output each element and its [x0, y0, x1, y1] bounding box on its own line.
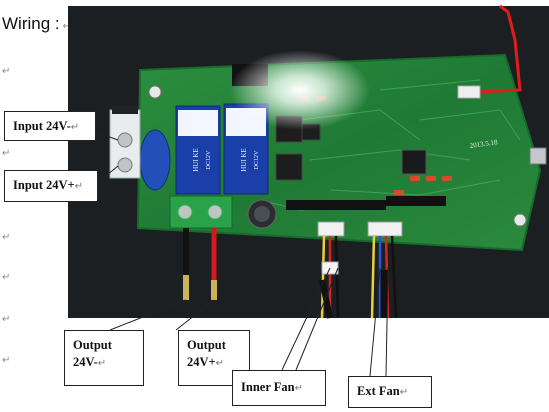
callout-pilcrow: ↵: [97, 358, 107, 369]
input-neg-label: Input 24V-: [13, 119, 71, 133]
output-neg-callout: Output 24V-↵: [64, 330, 144, 386]
input-pos-callout: Input 24V+↵: [4, 170, 98, 202]
output-neg-label-line2: 24V-: [73, 355, 98, 369]
input-neg-callout: Input 24V-↵: [4, 111, 96, 141]
callout-leaders: [89, 129, 389, 377]
ext-fan-label: Ext Fan: [357, 384, 400, 398]
heading-pilcrow: ↵: [62, 21, 72, 32]
usb-port: [529, 147, 547, 165]
paragraph-mark: ↵: [2, 148, 11, 159]
input-terminal-block: [109, 106, 141, 179]
paragraph-mark: ↵: [2, 232, 11, 243]
output-pos-label-line1: Output: [187, 338, 226, 352]
mounting-hole: [148, 85, 162, 99]
callout-pilcrow: ↵: [294, 383, 303, 394]
output-pos-label-line2: 24V+: [187, 355, 216, 369]
relay-brand-text: HUI KE: [240, 148, 248, 172]
paragraph-mark: ↵: [2, 355, 11, 366]
mounting-hole: [513, 213, 527, 227]
blue-capacitor: [139, 129, 171, 191]
paragraph-mark: ↵: [2, 314, 11, 325]
relay-left: HUI KE DC12V: [175, 105, 221, 195]
paragraph-mark: ↵: [2, 66, 11, 77]
inner-fan-callout: Inner Fan↵: [232, 370, 326, 406]
output-neg-label-line1: Output: [73, 338, 112, 352]
pin-headers: [286, 196, 446, 210]
board-version-text: 2013.5.18: [469, 138, 498, 150]
heading-text: Wiring :: [2, 14, 60, 33]
paragraph-mark: ↵: [2, 272, 11, 283]
output-terminal-block: [169, 195, 233, 229]
callout-pilcrow: ↵: [70, 122, 80, 133]
ext-fan-callout: Ext Fan↵: [348, 376, 432, 408]
input-pos-label: Input 24V+: [13, 178, 75, 192]
wiring-heading: Wiring :↵: [2, 14, 71, 34]
inner-fan-connector: [317, 221, 345, 319]
light-glare: [230, 50, 370, 130]
red-probe-cable: [475, 4, 522, 94]
inner-fan-label: Inner Fan: [241, 380, 295, 394]
microcontroller-chip: [401, 149, 427, 175]
relay-voltage-text: DC12V: [254, 150, 260, 169]
callout-pilcrow: ↵: [215, 358, 225, 369]
relay-voltage-text: DC12V: [206, 150, 212, 169]
relay-brand-text: HUI KE: [192, 148, 200, 172]
ext-fan-connector: [367, 221, 403, 319]
callout-pilcrow: ↵: [74, 181, 84, 192]
callout-pilcrow: ↵: [399, 387, 409, 398]
